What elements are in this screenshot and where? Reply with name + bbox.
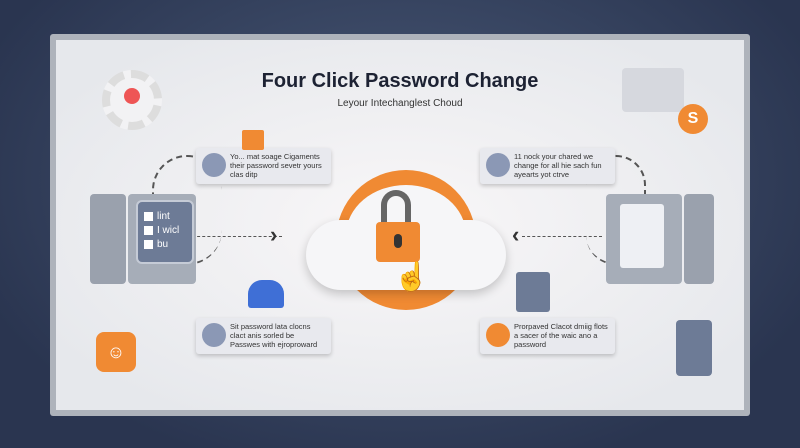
- connector: [522, 236, 602, 237]
- left-side-panel: [90, 194, 126, 284]
- step-card-2: 11 nock your chared we change for all hi…: [480, 148, 615, 184]
- gear-icon: [486, 153, 510, 177]
- list-document-icon: [620, 204, 664, 268]
- checklist-item[interactable]: I wicl: [144, 225, 186, 236]
- lock-badge-icon: [486, 323, 510, 347]
- step-icon: [202, 153, 226, 177]
- right-window-panel: [606, 194, 682, 284]
- clock-icon: [202, 323, 226, 347]
- user-gear-icon: [102, 70, 162, 130]
- step-card-4: Prorpaved Clacot dmiig flots a sacer of …: [480, 318, 615, 354]
- smiley-icon: ☺: [96, 332, 136, 372]
- page-subtitle: Leyour Intechanglest Choud: [337, 98, 463, 109]
- padlock-small-icon: [242, 130, 264, 150]
- step-card-3: Sit password lata clocns clact anis sorl…: [196, 318, 331, 354]
- server-icon: [516, 272, 550, 312]
- frame: Four Click Password Change Leyour Intech…: [50, 34, 750, 416]
- checklist-item[interactable]: bu: [144, 239, 186, 250]
- page-title: Four Click Password Change: [261, 70, 539, 92]
- checklist-window: lint I wicl bu: [136, 200, 194, 264]
- step-card-1: Yo... mat soage Cigaments their password…: [196, 148, 331, 184]
- toolbar-widget-icon: [622, 68, 684, 112]
- checklist-item[interactable]: lint: [144, 211, 186, 222]
- cloud-icon: ☝: [306, 160, 506, 310]
- cursor-hand-icon: ☝: [394, 261, 429, 292]
- arrow-left-icon: ‹: [512, 222, 520, 247]
- connector: [192, 236, 282, 237]
- cloud-upload-icon: [248, 280, 284, 308]
- infographic-board: Four Click Password Change Leyour Intech…: [56, 40, 744, 410]
- padlock-icon: [381, 190, 411, 230]
- s-badge-icon: S: [678, 104, 708, 134]
- server-rack-icon: [676, 320, 712, 376]
- right-side-panel: [684, 194, 714, 284]
- arrow-right-icon: ›: [270, 222, 278, 247]
